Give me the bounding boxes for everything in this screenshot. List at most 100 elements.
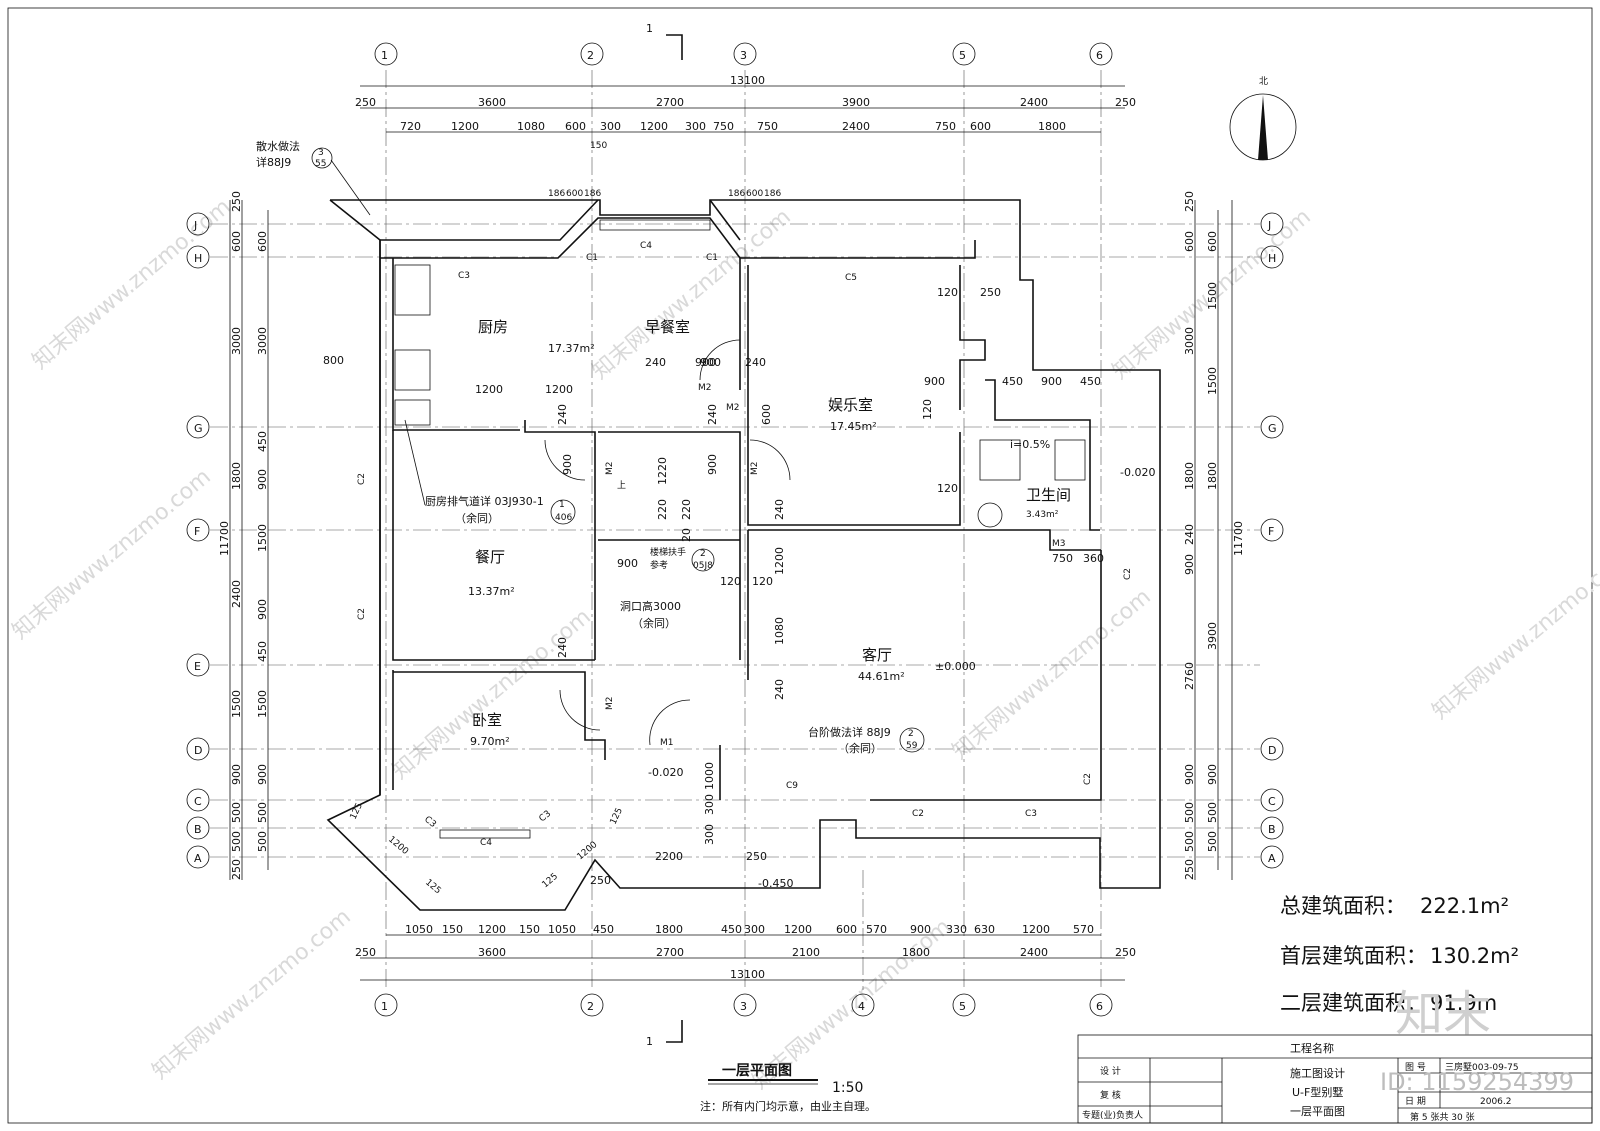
svg-text:250: 250 — [1183, 859, 1196, 880]
svg-text:1: 1 — [646, 1035, 653, 1048]
svg-text:450: 450 — [1002, 375, 1023, 388]
grid-bubble-top: 3 — [733, 42, 757, 66]
svg-text:3900: 3900 — [1206, 622, 1219, 650]
level-mark: -0.450 — [758, 877, 793, 890]
svg-text:900: 900 — [230, 764, 243, 785]
same-note: （余同） — [455, 511, 499, 525]
window-label: C2 — [1123, 568, 1133, 580]
grid-bubble-right: C — [1260, 788, 1284, 812]
dim-text: 1200 — [640, 120, 668, 133]
dim-text: 150 — [519, 923, 540, 936]
brand-logo: 知末 — [1395, 986, 1491, 1042]
opening-labels: C1 C1 C2 C2 C2 C2 C2 C3 C3 C3 C3 C4 C4 C… — [357, 241, 1133, 848]
dim-text: 1800 — [902, 946, 930, 959]
top-dimensions: 13100 250 3600 2700 3900 2400 250 720 12… — [355, 74, 1136, 199]
svg-text:5: 5 — [959, 49, 966, 62]
grid-bubble-right: J — [1260, 212, 1284, 236]
dim-text: 600 — [565, 120, 586, 133]
svg-text:900: 900 — [256, 599, 269, 620]
dim-text: 3600 — [478, 946, 506, 959]
grid-bubble-bottom: 3 — [733, 993, 757, 1017]
svg-text:120: 120 — [752, 575, 773, 588]
grid-bubble-right: H — [1260, 245, 1284, 269]
dim-text: 750 — [935, 120, 956, 133]
grid-bubble-bottom: 1 — [374, 993, 398, 1017]
window-label: C2 — [1083, 773, 1093, 785]
row-lead: 专题(业)负责人 — [1082, 1109, 1143, 1121]
svg-text:900: 900 — [1206, 764, 1219, 785]
svg-text:1200: 1200 — [773, 547, 786, 575]
svg-text:J: J — [193, 219, 197, 232]
grid-bubble-left: C — [186, 788, 210, 812]
svg-text:500: 500 — [230, 831, 243, 852]
svg-text:6: 6 — [1096, 1000, 1103, 1013]
dim-text: 750 — [757, 120, 778, 133]
svg-text:D: D — [1268, 744, 1276, 757]
dim-text: 186 — [584, 189, 601, 199]
date-label: 日 期 — [1405, 1096, 1426, 1107]
room-labels: 厨房 17.37m² 早餐室 娱乐室 17.45m² 卫生间 3.43m² 餐厅… — [468, 318, 1071, 748]
svg-text:1: 1 — [381, 49, 388, 62]
svg-text:500: 500 — [1183, 831, 1196, 852]
window-label: C3 — [458, 271, 470, 281]
dim-text: 1200 — [1022, 923, 1050, 936]
svg-text:E: E — [194, 660, 201, 673]
dim-text: 150 — [442, 923, 463, 936]
dim-text: 2100 — [792, 946, 820, 959]
dim-text: 250 — [355, 96, 376, 109]
svg-text:240: 240 — [706, 404, 719, 425]
second-floor-area-label: 二层建筑面积： — [1280, 991, 1427, 1015]
svg-text:600: 600 — [230, 231, 243, 252]
svg-text:3: 3 — [740, 49, 747, 62]
grid-bubble-top: 5 — [952, 42, 976, 66]
svg-text:C: C — [1268, 795, 1276, 808]
svg-text:900: 900 — [924, 375, 945, 388]
svg-text:240: 240 — [745, 356, 766, 369]
room-kitchen-area: 17.37m² — [548, 342, 595, 355]
svg-text:250: 250 — [230, 191, 243, 212]
svg-text:360: 360 — [1083, 552, 1104, 565]
window-label: C5 — [845, 273, 857, 283]
total-area-label: 总建筑面积： — [1280, 894, 1406, 918]
stair-up: 上 — [617, 480, 626, 491]
room-dining-name: 餐厅 — [475, 548, 505, 566]
steps-label: 台阶做法详 88J9 — [808, 725, 891, 739]
north-label: 北 — [1259, 76, 1268, 87]
dim-text: 600 — [836, 923, 857, 936]
row-check: 复 核 — [1100, 1089, 1121, 1101]
door-label: M2 — [750, 462, 760, 476]
svg-text:250: 250 — [1183, 191, 1196, 212]
svg-text:B: B — [1268, 823, 1276, 836]
grid-bubble-right: F — [1260, 518, 1284, 542]
svg-text:240: 240 — [773, 499, 786, 520]
svg-text:20: 20 — [680, 528, 693, 542]
grid-bubble-top: 2 — [580, 42, 604, 66]
grid-bubble-left: A — [186, 845, 210, 869]
svg-text:600: 600 — [256, 231, 269, 252]
brand-id: ID: 1159254399 — [1380, 1068, 1574, 1096]
dim-text: 1200 — [451, 120, 479, 133]
svg-text:1500: 1500 — [1206, 282, 1219, 310]
room-bathroom-name: 卫生间 — [1026, 486, 1071, 504]
svg-text:750: 750 — [1052, 552, 1073, 565]
door-label: M2 — [698, 383, 712, 393]
total-area-value: 222.1m² — [1420, 894, 1509, 918]
dim-text: 2400 — [1020, 946, 1048, 959]
svg-text:1: 1 — [559, 500, 565, 510]
drawing-no: 三房墅003-09-75 — [1445, 1061, 1519, 1073]
svg-text:300: 300 — [703, 794, 716, 815]
svg-text:C: C — [194, 795, 202, 808]
window-label: C3 — [1025, 809, 1037, 819]
svg-text:2760: 2760 — [1183, 662, 1196, 690]
grid-bubble-left: F — [186, 518, 210, 542]
doors — [544, 339, 791, 746]
bottom-dimensions: 1050 150 1200 150 1050 450 1800 450 300 … — [355, 923, 1136, 981]
svg-text:250: 250 — [590, 874, 611, 887]
svg-text:A: A — [1268, 852, 1276, 865]
svg-text:A: A — [194, 852, 202, 865]
room-dining-area: 13.37m² — [468, 585, 515, 598]
dim-text: 600 — [566, 189, 583, 199]
svg-text:220: 220 — [680, 499, 693, 520]
project-label: 工程名称 — [1290, 1041, 1334, 1055]
dim-text: 150 — [590, 141, 607, 151]
